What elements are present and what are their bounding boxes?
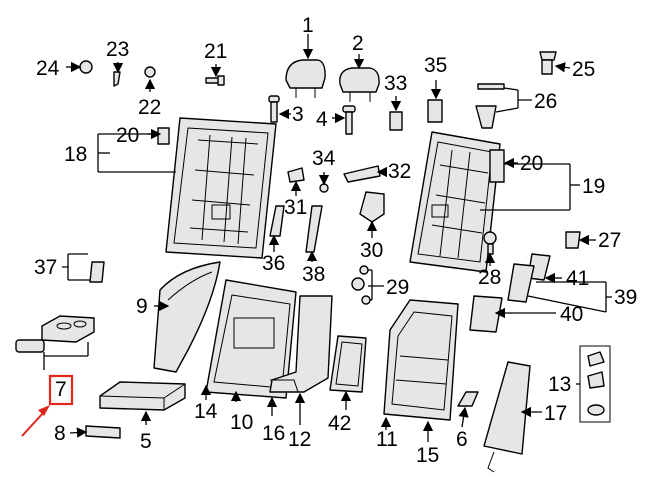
callout-12: 12: [288, 428, 311, 451]
strap-36-part: [269, 205, 285, 237]
armrest-housing-part: [99, 381, 186, 411]
callout-11: 11: [376, 428, 398, 451]
callout-31: 31: [284, 196, 307, 219]
highlight-arrow-head: [38, 405, 50, 416]
seatback-cover-right-part: [383, 299, 459, 421]
highlight-box: [48, 374, 74, 406]
cupholder-part: [41, 315, 95, 343]
callout-21: 21: [204, 40, 227, 63]
callout-39: 39: [614, 286, 637, 309]
callout-20-right: 20: [520, 152, 543, 175]
callout-2: 2: [352, 32, 364, 55]
bolt-26-part: [475, 83, 505, 129]
clip-33-part: [389, 111, 403, 131]
fastener-28-part: [483, 231, 497, 255]
callout-5: 5: [140, 430, 152, 453]
side-bolster-left-part: [153, 261, 221, 373]
callout-14: 14: [194, 400, 218, 423]
callout-36: 36: [262, 252, 285, 275]
callout-35: 35: [424, 54, 447, 77]
strip-32-part: [343, 165, 381, 183]
clip-set-part: [579, 345, 611, 423]
fastener-29-part: [351, 265, 371, 305]
callout-13: 13: [548, 373, 571, 396]
seatback-pad-part: [269, 295, 333, 393]
grommet-34-part: [319, 183, 329, 193]
callout-4: 4: [316, 108, 328, 131]
callout-20-left: 20: [116, 124, 139, 147]
headrest-right-part: [339, 67, 380, 102]
clip-27-part: [565, 231, 581, 249]
panel-39-part: [507, 263, 535, 303]
callout-8: 8: [54, 422, 66, 445]
seatback-insert-part: [329, 335, 367, 393]
panel-40-part: [469, 295, 503, 333]
callout-34: 34: [312, 147, 336, 170]
callout-1: 1: [302, 14, 314, 37]
callout-22: 22: [138, 96, 161, 119]
callout-15: 15: [416, 444, 439, 467]
strap-38-part: [305, 205, 323, 253]
pin-25-part: [539, 51, 557, 75]
back-panel-part: [483, 361, 531, 473]
nut-22-part: [144, 66, 156, 78]
bracket-left-part: [157, 127, 170, 145]
callout-10: 10: [230, 411, 253, 434]
callout-16: 16: [262, 422, 285, 445]
callout-7: 7: [55, 378, 67, 401]
latch-37-part: [89, 261, 105, 283]
highlight-marker: [21, 374, 74, 437]
headrest-guide-2-part: [342, 105, 356, 135]
pin-24-part: [79, 60, 93, 74]
bracket-right-part: [489, 149, 505, 183]
callout-30: 30: [360, 239, 383, 262]
callout-19: 19: [582, 175, 605, 198]
bracket-30-part: [359, 191, 385, 223]
callout-25: 25: [572, 58, 595, 81]
callout-9: 9: [136, 295, 148, 318]
headrest-guide-part: [268, 95, 280, 123]
seatback-frame-right-part: [409, 131, 501, 273]
callout-37: 37: [34, 256, 57, 279]
callout-41: 41: [566, 267, 589, 290]
clip-part: [85, 425, 121, 439]
callout-18: 18: [64, 143, 87, 166]
callout-26: 26: [534, 90, 557, 113]
cupholder-cover-part: [15, 339, 45, 353]
callout-33: 33: [384, 72, 407, 95]
callout-28: 28: [478, 266, 501, 289]
callout-32: 32: [388, 160, 411, 183]
callout-40: 40: [560, 303, 583, 326]
seatback-frame-left-part: [165, 117, 277, 259]
bracket-35-part: [427, 99, 443, 123]
callout-27: 27: [598, 229, 621, 252]
callout-17: 17: [544, 402, 567, 425]
leader-lines: [43, 34, 612, 442]
trim-piece-part: [457, 391, 479, 407]
callout-38: 38: [302, 263, 325, 286]
callout-3: 3: [292, 103, 304, 126]
callout-23: 23: [106, 38, 129, 61]
highlight-arrow: [21, 411, 45, 437]
callout-24: 24: [36, 57, 60, 80]
bolt-21-part: [205, 75, 225, 86]
callout-6: 6: [456, 428, 468, 451]
clip-23-part: [113, 71, 121, 87]
callout-29: 29: [386, 276, 409, 299]
headrest-left-part: [285, 59, 326, 98]
hook-31-part: [287, 167, 305, 183]
callout-42: 42: [328, 412, 351, 435]
